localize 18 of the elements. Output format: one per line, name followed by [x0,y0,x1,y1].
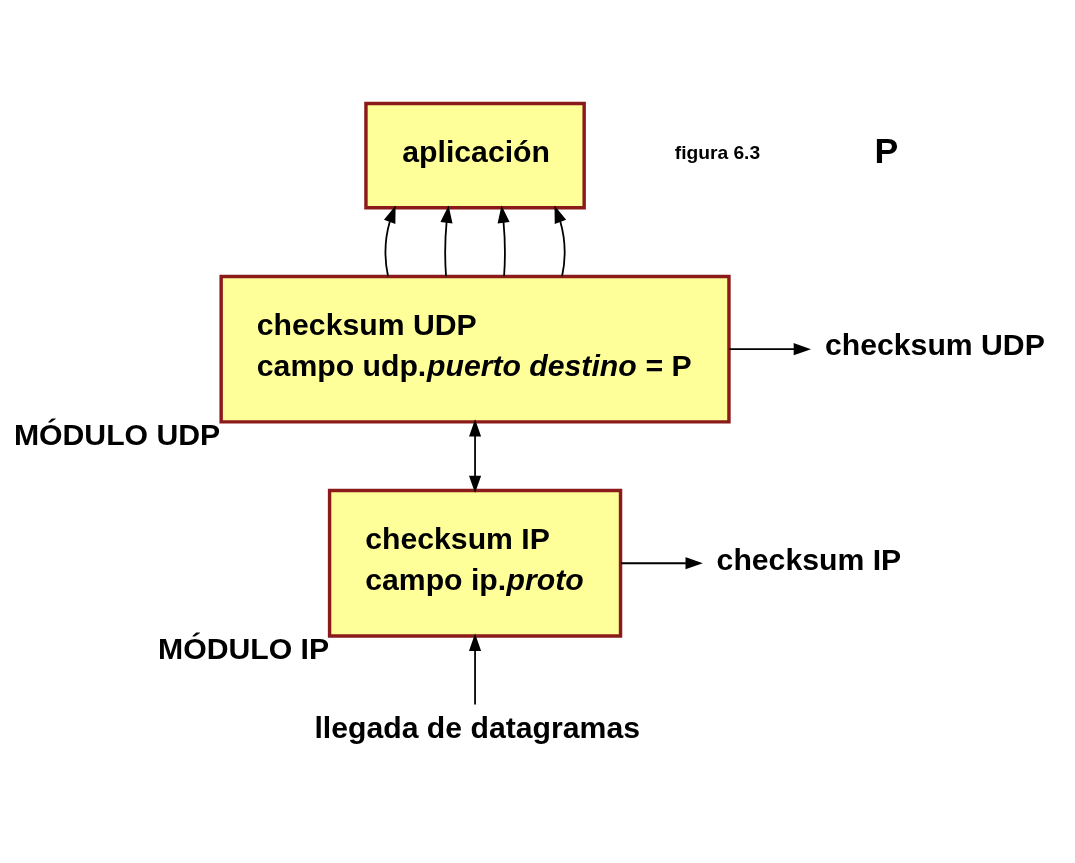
node-label: MÓDULO IP [158,631,330,665]
node-text: checksum IP [716,542,902,576]
node-text: llegada de datagramas [314,711,640,745]
node-box: checksum UDP campo udp.puerto destino = P [219,274,731,424]
node-box: checksum IP campo ip.proto [327,488,623,638]
node-text: checksum UDP [825,328,1045,362]
arrow [728,343,811,356]
node-box: aplicación [364,101,586,210]
arrow [383,205,396,278]
label: figura 6.3 [674,142,761,164]
arrow [620,557,703,570]
arrow [469,633,482,706]
label: P [874,130,899,171]
arrow [469,419,482,493]
arrow [554,205,567,278]
arrow [497,205,510,278]
node-label: MÓDULO UDP [13,417,221,451]
arrow [440,205,453,278]
